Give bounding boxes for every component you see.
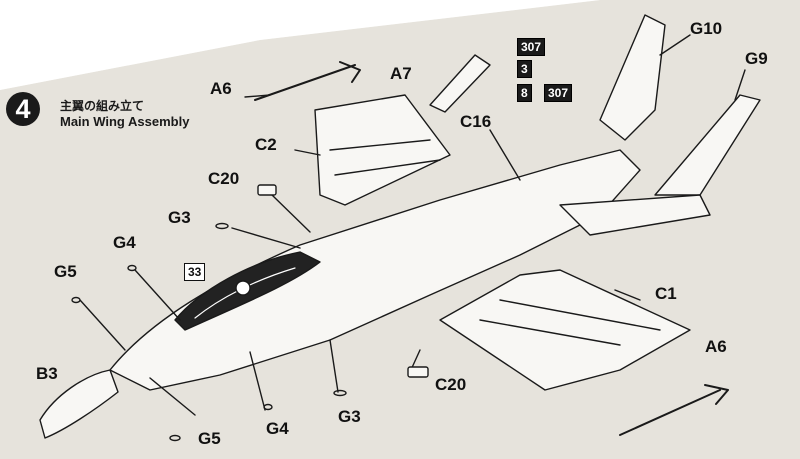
label-g5-bottom: G5 [198,429,221,448]
label-g3-bottom: G3 [338,407,361,426]
label-c2: C2 [255,135,277,154]
pilot-figure [235,280,251,296]
step-number-badge: 4 [6,92,40,126]
step-title-japanese: 主翼の組み立て [60,99,145,113]
part-g5-bottom [169,434,181,442]
label-g3-top: G3 [168,208,191,227]
part-g4-bottom [263,403,273,411]
label-c1: C1 [655,284,677,303]
nose-cone-b3 [39,369,119,439]
tail-fin-g9 [654,94,761,196]
wing-c2 [314,94,451,206]
part-c20-bottom [407,366,429,378]
label-g5-left: G5 [54,262,77,281]
paint-code-box-8: 8 [517,84,532,102]
part-g5-left [71,296,81,304]
label-c20-top: C20 [208,169,240,188]
label-b3: B3 [36,364,58,383]
tail-fin-g10 [599,14,666,141]
step-title-english: Main Wing Assembly [60,114,190,129]
wing-c1 [439,269,691,391]
stabilizer [559,194,711,236]
paint-code-box-307-top: 307 [517,38,546,56]
label-a6-top: A6 [210,79,232,98]
label-a6-bottom: A6 [705,337,727,356]
label-c20-bottom: C20 [435,375,467,394]
part-g3-bottom [333,389,347,397]
missile-a6-top [254,61,361,101]
label-g4-left: G4 [113,233,136,252]
label-g4-bottom: G4 [266,419,289,438]
label-g10: G10 [690,19,723,38]
label-a7: A7 [390,64,412,83]
pylon-a7 [429,54,491,113]
paint-code-box-307-right: 307 [544,84,573,102]
paint-code-box-3: 3 [517,60,532,78]
paint-code-box-33: 33 [184,263,206,281]
part-g3-top [215,222,229,230]
missile-a6-bottom [619,384,729,436]
label-g9: G9 [745,49,768,68]
label-c16: C16 [460,112,492,131]
part-c20-top [257,184,277,196]
part-g4-left [127,264,137,272]
